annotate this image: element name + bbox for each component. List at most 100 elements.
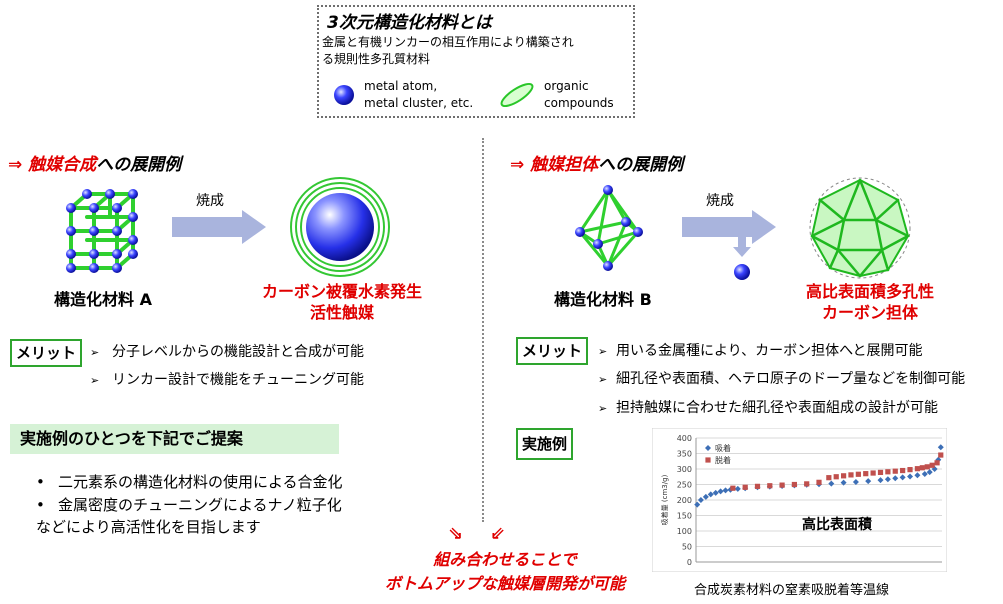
right-result-text: 高比表面積多孔性 カーボン担体 <box>760 281 980 323</box>
metal-atom-icon <box>334 85 354 105</box>
example-label: 実施例 <box>516 428 574 460</box>
left-merit-item: ➢リンカー設計で機能をチューニング可能 <box>90 369 364 389</box>
definition-description: 金属と有機リンカーの相互作用により構築され る規則性多孔質材料 <box>322 34 632 68</box>
chart-point-adsorption <box>828 480 835 487</box>
legend-metal-line2: metal cluster, etc. <box>364 96 474 110</box>
chart-legend-label: 吸着 <box>715 443 731 453</box>
structure-a-lattice <box>66 189 138 273</box>
arrowhead-bullet-icon: ➢ <box>598 402 608 415</box>
right-merit-label: メリット <box>516 337 589 365</box>
right-merit-item: ➢細孔径や表面積、ヘテロ原子のドープ量などを制御可能 <box>598 368 965 388</box>
chart-point-adsorption <box>907 473 914 480</box>
chart-point-desorption <box>833 474 839 480</box>
center-divider <box>482 138 484 522</box>
svg-text:⇙: ⇙ <box>490 523 505 544</box>
chart-point-desorption <box>754 483 761 489</box>
definition-title: 3次元構造化材料とは <box>327 13 492 33</box>
arrowhead-bullet-icon: ➢ <box>90 346 100 359</box>
chart-y-tick-label: 150 <box>677 512 692 521</box>
left-process-arrow-icon <box>172 210 266 244</box>
chart-point-desorption <box>804 481 810 487</box>
chart-point-desorption <box>938 452 944 458</box>
bottom-conclusion: 組み合わせることで ボトムアップな触媒層開発が可能 <box>340 546 670 594</box>
left-result-line1: カーボン被覆水素発生 <box>261 282 422 301</box>
left-merit-text-1: 分子レベルからの機能設計と合成が可能 <box>112 344 364 360</box>
bullet-dot-icon: • <box>36 473 45 491</box>
chart-point-adsorption <box>926 469 933 476</box>
carbon-coated-catalyst-icon <box>290 177 390 277</box>
right-section-heading: ⇒ 触媒担体への展開例 <box>510 150 683 175</box>
legend-metal-line1: metal atom, <box>364 79 438 93</box>
left-heading-rest: への展開例 <box>96 155 182 175</box>
chart-caption: 合成炭素材料の窒素吸脱着等温線 <box>694 583 890 598</box>
chart-point-desorption <box>885 469 891 475</box>
chart-point-adsorption <box>707 491 714 498</box>
chart-point-adsorption <box>877 477 884 484</box>
right-merit-text-1: 用いる金属種により、カーボン担体へと展開可能 <box>616 343 923 359</box>
chart-y-tick-label: 400 <box>677 434 692 443</box>
chart-point-desorption <box>934 460 940 466</box>
chart-y-tick-label: 0 <box>687 558 692 567</box>
chart-point-desorption <box>767 483 773 489</box>
right-process-label: 焼成 <box>706 193 734 209</box>
organic-compound-icon <box>500 82 534 108</box>
chart-point-desorption <box>900 467 906 474</box>
chart-point-adsorption <box>935 456 942 463</box>
chart-y-tick-label: 250 <box>677 481 692 490</box>
arrowhead-bullet-icon: ➢ <box>90 374 100 387</box>
proposal-item-text-1: 二元素系の構造化材料の使用による合金化 <box>58 473 343 491</box>
bullet-dot-icon: • <box>36 496 45 514</box>
left-material-label: 構造化材料 A <box>54 290 152 309</box>
chart-point-adsorption <box>884 476 891 483</box>
chart-point-desorption <box>742 484 748 490</box>
chart-y-axis-label: 吸着量 (cm3/g) <box>660 474 669 525</box>
proposal-item-text-2: 金属密度のチューニングによるナノ粒子化 <box>58 496 342 514</box>
right-result-line1: 高比表面積多孔性 <box>805 282 934 301</box>
right-result-line2: カーボン担体 <box>821 303 918 322</box>
left-heading-arrow: ⇒ <box>8 155 23 175</box>
right-material-label: 構造化材料 B <box>554 290 652 309</box>
chart-point-adsorption <box>840 479 847 486</box>
proposal-tail: などにより高活性化を目指します <box>36 518 261 536</box>
chart-point-adsorption <box>717 488 724 495</box>
chart-point-desorption <box>924 464 930 470</box>
released-metal-atom-icon <box>734 264 750 280</box>
definition-desc-line1: 金属と有機リンカーの相互作用により構築され <box>322 35 574 49</box>
chart-y-tick-label: 350 <box>677 450 692 459</box>
legend-organic-line2: compounds <box>544 96 614 110</box>
chart-point-desorption <box>779 482 785 488</box>
chart-y-tick-label: 50 <box>682 543 692 552</box>
chart-point-adsorption <box>865 478 872 485</box>
chart-point-desorption <box>816 479 822 485</box>
proposal-title: 実施例のひとつを下記でご提案 <box>10 424 339 454</box>
right-merit-text-2: 細孔径や表面積、ヘテロ原子のドープ量などを制御可能 <box>616 371 966 387</box>
chart-point-adsorption <box>914 472 921 479</box>
right-merit-item: ➢用いる金属種により、カーボン担体へと展開可能 <box>598 340 922 360</box>
definition-box <box>317 5 635 118</box>
chart-point-desorption <box>791 481 797 488</box>
chart-point-adsorption <box>892 475 899 482</box>
chart-point-adsorption <box>899 474 906 481</box>
left-result-line2: 活性触媒 <box>309 303 374 322</box>
chart-legend-marker <box>705 445 711 451</box>
left-merit-label: メリット <box>10 339 83 367</box>
structure-b-octahedron <box>575 185 643 271</box>
definition-desc-line2: る規則性多孔質材料 <box>322 52 431 66</box>
chart-y-tick-label: 200 <box>677 496 692 505</box>
left-merit-item: ➢ 分子レベルからの機能設計と合成が可能 <box>90 341 364 361</box>
proposal-item: • 金属密度のチューニングによるナノ粒子化 <box>36 494 342 515</box>
chart-legend-marker <box>705 457 711 463</box>
legend-organic-line1: organic <box>544 79 589 93</box>
chart-point-desorption <box>863 471 869 477</box>
right-heading-arrow: ⇒ <box>510 155 525 175</box>
chart-point-adsorption <box>712 489 719 496</box>
porous-carbon-support-icon <box>809 177 911 279</box>
bottom-line2: ボトムアップな触媒層開発が可能 <box>384 574 625 593</box>
chart-point-adsorption <box>921 470 928 477</box>
right-merit-item: ➢担持触媒に合わせた細孔径や表面組成の設計が可能 <box>598 397 938 417</box>
chart-point-desorption <box>877 469 884 476</box>
chart-point-desorption <box>848 472 854 478</box>
chart-point-adsorption <box>852 479 859 486</box>
chart-point-adsorption <box>694 501 701 508</box>
